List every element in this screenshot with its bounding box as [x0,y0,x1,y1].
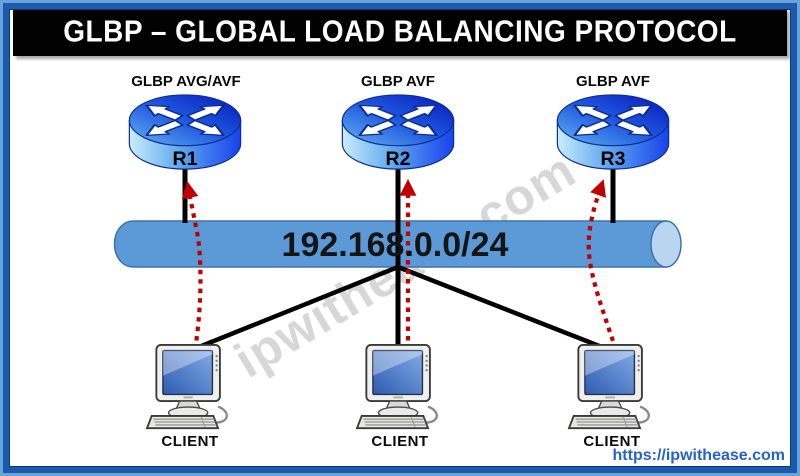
client-computer-icon [567,344,650,430]
r3-name: R3 [601,148,626,170]
client1-link [188,264,399,354]
router-arrows-icon [573,104,653,136]
r2-name: R2 [386,148,411,170]
network-segment-right-cap [650,220,682,268]
client-computer-icon [355,344,438,430]
router-arrows-icon [145,104,225,136]
r1-role-label: GLBP AVG/AVF [131,73,241,90]
client3-label: CLIENT [583,433,641,450]
diagram-title-bar: GLBP – GLOBAL LOAD BALANCING PROTOCOL [13,8,787,56]
router-icon: R3 [556,94,670,170]
diagram-title: GLBP – GLOBAL LOAD BALANCING PROTOCOL [63,14,737,49]
website-link[interactable]: https://ipwithease.com [612,447,785,464]
r2-role-label: GLBP AVF [361,73,435,90]
client1-label: CLIENT [161,433,219,450]
client-computer-icon [145,344,228,430]
r1-name: R1 [173,148,198,170]
router-icon: R1 [128,94,242,170]
router-arrows-icon [358,104,438,136]
client3-link [397,264,613,354]
router-icon: R2 [341,94,455,170]
network-segment-label: 192.168.0.0/24 [282,226,509,264]
r3-role-label: GLBP AVF [576,73,650,90]
client3-to-r3-traffic-arrow [586,179,618,351]
client1-to-r1-traffic-arrow [181,181,203,351]
client2-label: CLIENT [371,433,429,450]
